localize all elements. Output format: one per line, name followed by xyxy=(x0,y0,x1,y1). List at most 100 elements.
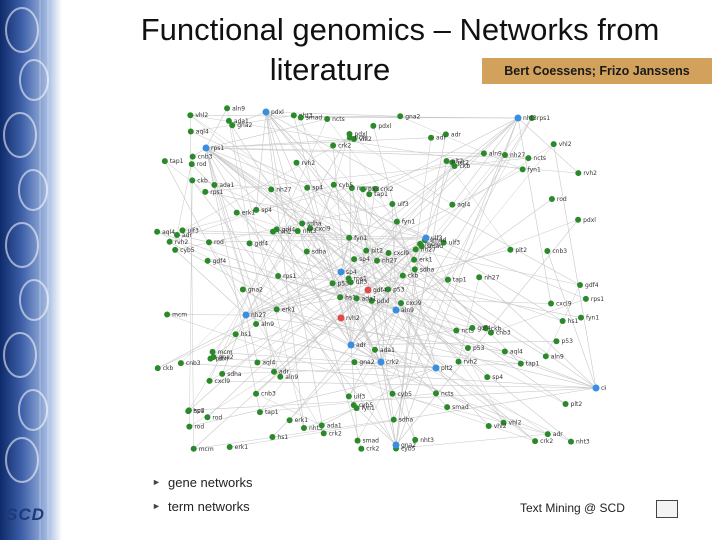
node-label: aql4 xyxy=(457,202,470,209)
network-edge xyxy=(435,367,536,442)
node-label: aln9 xyxy=(261,321,274,328)
gene-node xyxy=(567,438,574,445)
node-label: cyb5 xyxy=(180,247,195,254)
node-label: adr xyxy=(356,342,366,349)
network-edge xyxy=(380,117,533,363)
network-edge xyxy=(354,362,397,449)
node-label: gna2 xyxy=(359,359,374,366)
network-edge xyxy=(395,309,457,331)
node-label: aln9 xyxy=(232,105,245,112)
node-label: nh27 xyxy=(382,258,397,265)
gene-node xyxy=(204,257,211,264)
gene-node xyxy=(519,166,526,173)
node-label: rod xyxy=(557,196,567,203)
node-label: nh27 xyxy=(484,274,499,281)
gene-node xyxy=(271,368,278,375)
network-edge xyxy=(276,229,352,346)
gene-node xyxy=(440,239,447,246)
network-edge xyxy=(208,237,427,243)
node-label: ckb xyxy=(163,365,174,372)
network-edge xyxy=(303,407,357,429)
node-label: tap1 xyxy=(526,361,540,368)
hub-node xyxy=(377,358,385,366)
network-edge xyxy=(340,271,582,318)
node-label: p53 xyxy=(338,280,350,287)
gene-node xyxy=(318,422,325,429)
node-label: ada1 xyxy=(380,347,395,354)
network-edge xyxy=(265,111,401,117)
node-label: sdha xyxy=(399,417,414,424)
network-edge xyxy=(332,145,352,346)
node-label: aql4 xyxy=(162,229,175,236)
network-edge xyxy=(413,117,533,260)
gene-node xyxy=(412,436,419,443)
bullet-list: ► gene networks ► term networks xyxy=(152,470,253,518)
network-edge xyxy=(229,387,597,448)
network-edge xyxy=(255,111,267,210)
network-edge xyxy=(164,160,247,316)
bullet-text: gene networks xyxy=(168,474,253,490)
network-edge xyxy=(374,349,521,364)
node-label: plt2 xyxy=(441,365,453,372)
network-edge xyxy=(188,230,298,412)
node-label: cnb3 xyxy=(186,360,201,367)
network-edge xyxy=(375,188,504,423)
node-label: pdxl xyxy=(215,356,228,363)
network-edge xyxy=(353,138,453,205)
node-label: rod xyxy=(212,414,222,421)
node-label: cyb5 xyxy=(359,402,374,409)
network-edge xyxy=(176,234,342,273)
network-edge xyxy=(210,219,579,359)
network-edge xyxy=(236,212,563,322)
network-edge xyxy=(517,117,552,304)
node-label: cyb5 xyxy=(401,446,416,453)
node-label: mcm xyxy=(199,446,214,453)
node-label: ckb xyxy=(601,385,606,392)
network-edge xyxy=(357,117,533,441)
node-label: hs1 xyxy=(568,318,579,325)
gene-node xyxy=(485,423,492,430)
gene-node xyxy=(507,246,514,253)
node-label: aql4 xyxy=(510,348,523,355)
node-label: ulf3 xyxy=(431,235,443,242)
node-label: cnb3 xyxy=(496,330,511,337)
node-label: nht3 xyxy=(309,425,323,432)
node-label: mcm xyxy=(172,312,187,319)
node-label: ckb xyxy=(460,163,471,170)
node-label: adr xyxy=(553,431,563,438)
gene-node xyxy=(575,170,582,177)
network-edge xyxy=(400,302,437,369)
gene-node xyxy=(275,272,282,279)
node-label: mcm xyxy=(218,349,233,356)
gene-node xyxy=(482,325,489,332)
node-label: gna2 xyxy=(248,287,263,294)
node-label: nht3 xyxy=(420,437,434,444)
node-label: ulf3 xyxy=(187,227,199,234)
network-edge xyxy=(265,111,416,440)
node-label: smad xyxy=(452,404,469,411)
gene-node xyxy=(154,228,161,235)
network-edge xyxy=(392,203,397,311)
node-label: sp4 xyxy=(346,269,357,276)
network-edge xyxy=(213,117,519,358)
gene-node xyxy=(154,365,161,372)
node-label: adr xyxy=(436,135,446,142)
node-label: ulf3 xyxy=(449,240,461,247)
node-label: erk1 xyxy=(235,444,249,451)
gene-node xyxy=(385,250,392,257)
network-edge xyxy=(180,187,353,364)
network-edge xyxy=(293,115,352,346)
title-line-2: literature xyxy=(269,52,391,87)
gene-node xyxy=(294,227,301,234)
bullet-term-networks: ► term networks xyxy=(152,494,253,518)
node-label: sp4 xyxy=(359,256,370,263)
bullet-arrow-icon: ► xyxy=(152,501,161,511)
gene-node xyxy=(254,359,261,366)
gene-node xyxy=(502,152,509,159)
node-label: fyn1 xyxy=(362,405,375,412)
gene-node xyxy=(346,134,353,141)
gene-node xyxy=(293,159,300,166)
network-edge xyxy=(256,189,272,210)
network-edge xyxy=(435,367,489,427)
gene-node xyxy=(373,257,380,264)
